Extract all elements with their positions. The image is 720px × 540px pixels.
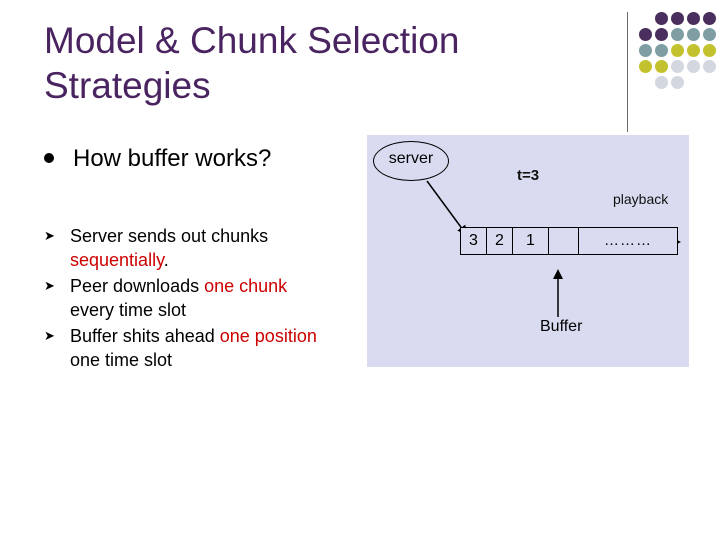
sub-bullet: ➤ Peer downloads one chunk every time sl… xyxy=(44,274,334,322)
playback-label: playback xyxy=(613,191,669,207)
buffer-cell: 3 xyxy=(460,227,487,255)
decorative-dot xyxy=(639,44,652,57)
buffer-cell xyxy=(548,227,579,255)
decorative-dot xyxy=(671,60,684,73)
server-to-buffer-arrow xyxy=(426,180,468,236)
buffer-cell: 2 xyxy=(486,227,513,255)
decorative-dot xyxy=(703,28,716,41)
title-line-1: Model & Chunk Selection xyxy=(44,20,460,61)
decorative-dot xyxy=(703,12,716,25)
sub-bullet-text-end: one time slot xyxy=(70,350,173,370)
title-line-2: Strategies xyxy=(44,65,211,106)
decorative-dot xyxy=(671,44,684,57)
decorative-dot xyxy=(687,44,700,57)
decorative-dot xyxy=(655,60,668,73)
buffer-label: Buffer xyxy=(540,318,583,335)
sub-bullet-text: Peer downloads xyxy=(70,276,205,296)
decorative-dot xyxy=(687,28,700,41)
sub-bullet: ➤ Buffer shits ahead one position one ti… xyxy=(44,324,334,372)
decorative-dot xyxy=(703,44,716,57)
sub-bullet-list: ➤ Server sends out chunks sequentially. … xyxy=(44,224,334,374)
decorative-dot xyxy=(687,12,700,25)
arrow-bullet-icon: ➤ xyxy=(44,328,55,343)
server-label: server xyxy=(388,150,434,167)
arrow-bullet-icon: ➤ xyxy=(44,278,55,293)
decorative-dot xyxy=(671,76,684,89)
decorative-dot xyxy=(655,12,668,25)
decorative-dot xyxy=(655,44,668,57)
arrow-bullet-icon: ➤ xyxy=(44,228,55,243)
sub-bullet-highlight: one position xyxy=(219,326,317,346)
decorative-dot xyxy=(671,28,684,41)
buffer-cell: 1 xyxy=(512,227,549,255)
decorative-dot xyxy=(687,60,700,73)
bullet-icon xyxy=(44,152,54,163)
title-divider xyxy=(627,12,628,132)
sub-bullet-text-end: . xyxy=(163,250,169,270)
time-slot-label: t=3 xyxy=(517,167,540,184)
slide-title: Model & Chunk Selection Strategies xyxy=(44,18,604,108)
decorative-dot xyxy=(671,12,684,25)
sub-bullet-highlight: one chunk xyxy=(204,276,288,296)
sub-bullet-text: Server sends out chunks xyxy=(70,226,269,246)
decorative-dot xyxy=(639,60,652,73)
decorative-dot xyxy=(639,28,652,41)
sub-bullet: ➤ Server sends out chunks sequentially. xyxy=(44,224,334,272)
sub-bullet-highlight: sequentially xyxy=(70,250,164,270)
sub-bullet-text-end: every time slot xyxy=(70,300,187,320)
server-node: server xyxy=(373,141,449,181)
main-bullet-text: How buffer works? xyxy=(73,145,272,172)
sub-bullet-text: Buffer shits ahead xyxy=(70,326,220,346)
buffer-diagram: server t=3 playback 3 2 1 ……… Buffer xyxy=(367,135,689,367)
buffer-cell: ……… xyxy=(578,227,678,255)
decorative-dot xyxy=(703,60,716,73)
decorative-dot xyxy=(655,76,668,89)
main-bullet: How buffer works? xyxy=(44,145,271,173)
decorative-dot xyxy=(655,28,668,41)
buffer-cells: 3 2 1 ……… xyxy=(460,227,678,257)
